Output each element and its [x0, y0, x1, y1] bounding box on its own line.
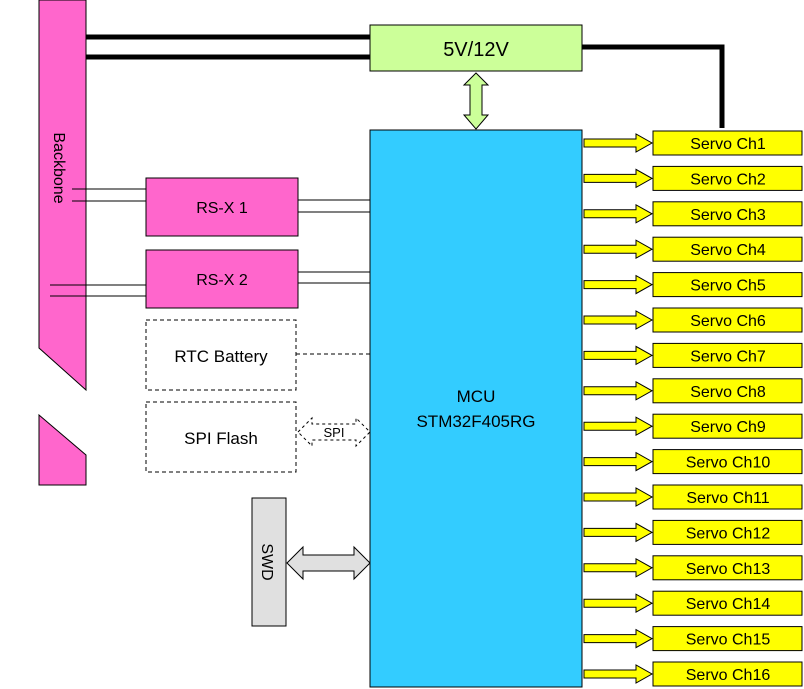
servo-ch15-arrow: [583, 628, 654, 649]
servo-ch7-box: [652, 342, 803, 368]
servo-ch3-box: [652, 201, 803, 227]
backbone-label: Backbone: [50, 132, 67, 203]
servo-ch11-box: [652, 484, 803, 510]
swd-mcu-arrow: [286, 545, 371, 581]
mcu-label-line1: MCU: [457, 387, 496, 406]
servo-ch14-arrow: [583, 593, 654, 614]
servo-ch7-arrow: [583, 345, 654, 366]
servo-ch4-arrow: [583, 239, 654, 260]
spi-bus-label: SPI: [324, 425, 345, 440]
servo-power-line: [582, 44, 725, 128]
servo-ch10-box: [652, 449, 803, 475]
rtc-battery-box: [145, 319, 297, 391]
servo-ch6-arrow: [583, 310, 654, 330]
servo-ch1-label: Servo Ch1: [690, 136, 766, 153]
servo-ch14-label: Servo Ch14: [686, 596, 771, 613]
rsx2-label: RS-X 2: [196, 272, 248, 289]
servo-ch1-box: [652, 130, 803, 156]
servo-ch12-box: [652, 519, 803, 545]
spi-flash-box: [145, 401, 297, 473]
servo-ch4-label: Servo Ch4: [690, 242, 766, 259]
servo-ch5-arrow: [583, 274, 654, 295]
servo-ch13-label: Servo Ch13: [686, 561, 771, 578]
servo-ch1-arrow: [583, 133, 654, 153]
servo-ch8-label: Servo Ch8: [690, 384, 766, 401]
power-box: [369, 24, 583, 72]
servo-ch16-box: [652, 661, 803, 687]
servo-ch13-arrow: [583, 557, 654, 578]
servo-ch5-label: Servo Ch5: [690, 278, 766, 295]
rtc-battery-label: RTC Battery: [174, 347, 268, 366]
servo-ch10-arrow: [583, 451, 654, 472]
servo-ch12-label: Servo Ch12: [686, 525, 771, 542]
servo-ch3-label: Servo Ch3: [690, 207, 766, 224]
servo-ch13-box: [652, 555, 803, 581]
servo-ch4-box: [652, 236, 803, 262]
power-label: 5V/12V: [443, 39, 509, 61]
mcu-label-line2: STM32F405RG: [416, 412, 535, 431]
power-mcu-arrow: [462, 72, 490, 130]
backbone-bar-upper: [38, 0, 87, 392]
servo-ch9-label: Servo Ch9: [690, 419, 766, 436]
rsx1-links: [72, 188, 372, 213]
servo-ch2-label: Servo Ch2: [690, 171, 766, 188]
servo-ch6-box: [652, 307, 803, 333]
servo-ch9-arrow: [583, 416, 654, 437]
rsx2-links: [50, 271, 372, 297]
servo-ch10-label: Servo Ch10: [686, 455, 771, 472]
swd-box: [251, 497, 287, 627]
spi-bus-arrow: [297, 416, 371, 448]
mcu-box: [369, 129, 583, 688]
servo-ch14-box: [652, 590, 803, 616]
servo-ch2-arrow: [583, 168, 654, 189]
servo-ch16-label: Servo Ch16: [686, 667, 771, 684]
servo-ch15-box: [652, 626, 803, 652]
servo-ch2-box: [652, 165, 803, 191]
servo-ch9-box: [652, 413, 803, 439]
servo-ch11-arrow: [583, 487, 654, 507]
servo-ch8-box: [652, 378, 803, 404]
rsx1-label: RS-X 1: [196, 200, 248, 217]
servo-ch8-arrow: [583, 380, 654, 401]
servo-ch7-label: Servo Ch7: [690, 348, 766, 365]
servo-ch15-label: Servo Ch15: [686, 632, 771, 649]
servo-ch5-box: [652, 272, 803, 298]
servo-ch6-label: Servo Ch6: [690, 313, 766, 330]
spi-flash-label: SPI Flash: [184, 429, 258, 448]
servo-ch3-arrow: [583, 203, 654, 224]
servo-ch11-label: Servo Ch11: [686, 490, 769, 507]
servo-ch12-arrow: [583, 522, 654, 543]
backbone-bar-lower: [38, 413, 87, 486]
servo-ch16-arrow: [583, 664, 654, 684]
rsx2-box: [145, 249, 299, 309]
swd-label: SWD: [258, 543, 275, 580]
rsx1-box: [145, 177, 299, 237]
